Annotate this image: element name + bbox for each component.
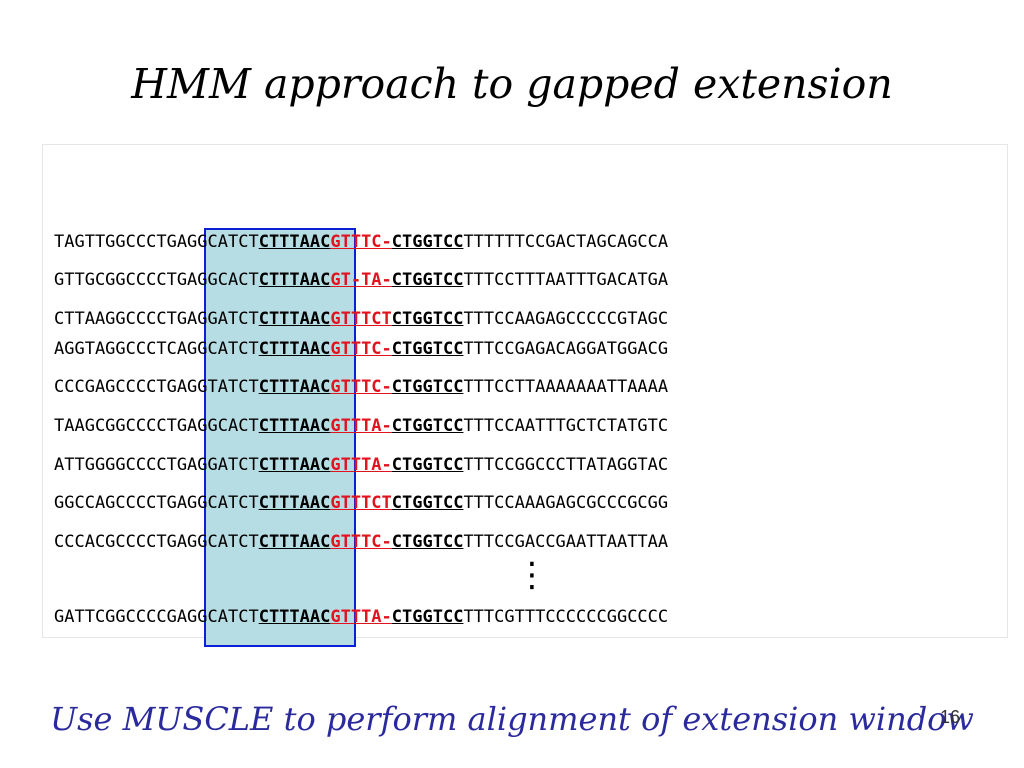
flank-right: TTTCCGGCCCTTATAGGTAC (463, 455, 669, 475)
core-left: CTTTAAC (258, 532, 331, 552)
core-left: CTTTAAC (258, 270, 331, 290)
flank-right: TTTCCTTTAATTTGACATGA (463, 270, 669, 290)
seed-highlight-box (204, 228, 356, 647)
core-right: CTGGTCC (391, 532, 464, 552)
gap-region: GT-TA- (330, 270, 392, 290)
flank-left: ATTGGGGCCCCTGAGGATCT (54, 455, 259, 475)
flank-right: TTTCCGAGACAGGATGGACG (463, 339, 669, 359)
sequence-row: TAAGCGGCCCCTGAGGCACTCTTTAACGTTTA-CTGGTCC… (54, 416, 668, 436)
core-right: CTGGTCC (391, 455, 464, 475)
core-right: CTGGTCC (391, 309, 464, 329)
ellipsis-glyph: ⋮ (515, 555, 549, 595)
core-right: CTGGTCC (391, 416, 464, 436)
gap-region: GTTTCT (330, 309, 392, 329)
core-left: CTTTAAC (258, 607, 331, 627)
flank-left: CCCGAGCCCCTGAGGTATCT (54, 377, 259, 397)
core-right: CTGGTCC (391, 607, 464, 627)
core-left: CTTTAAC (258, 232, 331, 252)
core-left: CTTTAAC (258, 455, 331, 475)
sequence-row: CTTAAGGCCCCTGAGGATCTCTTTAACGTTTCTCTGGTCC… (54, 309, 668, 329)
slide-title: HMM approach to gapped extension (131, 60, 893, 108)
flank-left: TAAGCGGCCCCTGAGGCACT (54, 416, 259, 436)
sequence-row: GATTCGGCCCCGAGGCATCTCTTTAACGTTTA-CTGGTCC… (54, 607, 668, 627)
flank-right: TTTCCAATTTGCTCTATGTC (463, 416, 669, 436)
gap-region: GTTTA- (330, 607, 392, 627)
gap-region: GTTTA- (330, 455, 392, 475)
gap-region: GTTTC- (330, 232, 392, 252)
sequence-row: GGCCAGCCCCTGAGGCATCTCTTTAACGTTTCTCTGGTCC… (54, 493, 668, 513)
gap-region: GTTTC- (330, 532, 392, 552)
gap-region: GTTTC- (330, 339, 392, 359)
core-right: CTGGTCC (391, 493, 464, 513)
gap-region: GTTTA- (330, 416, 392, 436)
flank-left: GTTGCGGCCCCTGAGGCACT (54, 270, 259, 290)
core-left: CTTTAAC (258, 377, 331, 397)
core-left: CTTTAAC (258, 339, 331, 359)
alignment-panel (42, 144, 1008, 638)
flank-right: TTTCGTTTCCCCCCGGCCCC (463, 607, 669, 627)
flank-left: GATTCGGCCCCGAGGCATCT (54, 607, 259, 627)
flank-right: TTTTTTCCGACTAGCAGCCA (463, 232, 669, 252)
slide-number: 16 (940, 707, 961, 727)
sequence-row: ATTGGGGCCCCTGAGGATCTCTTTAACGTTTA-CTGGTCC… (54, 455, 668, 475)
core-left: CTTTAAC (258, 309, 331, 329)
flank-left: AGGTAGGCCCTCAGGCATCT (54, 339, 259, 359)
gap-region: GTTTCT (330, 493, 392, 513)
flank-left: TAGTTGGCCCTGAGGCATCT (54, 232, 259, 252)
slide-caption: Use MUSCLE to perform alignment of exten… (50, 700, 974, 738)
flank-left: CCCACGCCCCTGAGGCATCT (54, 532, 259, 552)
core-left: CTTTAAC (258, 416, 331, 436)
sequence-row: AGGTAGGCCCTCAGGCATCTCTTTAACGTTTC-CTGGTCC… (54, 339, 668, 359)
core-right: CTGGTCC (391, 232, 464, 252)
sequence-row: GTTGCGGCCCCTGAGGCACTCTTTAACGT-TA-CTGGTCC… (54, 270, 668, 290)
flank-right: TTTCCAAAGAGCGCCCGCGG (463, 493, 669, 513)
core-right: CTGGTCC (391, 270, 464, 290)
gap-region: GTTTC- (330, 377, 392, 397)
core-right: CTGGTCC (391, 377, 464, 397)
flank-right: TTTCCGACCGAATTAATTAA (463, 532, 669, 552)
flank-left: GGCCAGCCCCTGAGGCATCT (54, 493, 259, 513)
flank-left: CTTAAGGCCCCTGAGGATCT (54, 309, 259, 329)
sequence-row: CCCGAGCCCCTGAGGTATCTCTTTAACGTTTC-CTGGTCC… (54, 377, 668, 397)
vertical-ellipsis: ⋮ (515, 555, 549, 595)
flank-right: TTTCCTTAAAAAAATTAAAA (463, 377, 669, 397)
sequence-row: TAGTTGGCCCTGAGGCATCTCTTTAACGTTTC-CTGGTCC… (54, 232, 668, 252)
flank-right: TTTCCAAGAGCCCCCGTAGC (463, 309, 669, 329)
core-right: CTGGTCC (391, 339, 464, 359)
core-left: CTTTAAC (258, 493, 331, 513)
sequence-row: CCCACGCCCCTGAGGCATCTCTTTAACGTTTC-CTGGTCC… (54, 532, 668, 552)
